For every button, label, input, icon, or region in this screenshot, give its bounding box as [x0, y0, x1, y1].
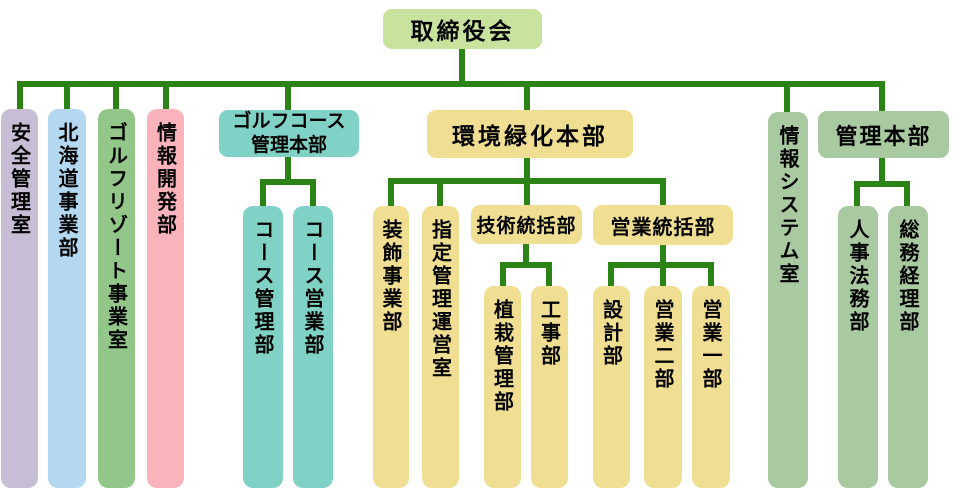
connector-drop-design — [608, 268, 614, 287]
connector-greening-horizontal — [388, 178, 666, 184]
connector-drop-sales-supervision — [660, 184, 666, 206]
org-node-golf-course-management-hq: ゴルフコース管理本部 — [219, 110, 359, 157]
connector-drop-hokkaido — [64, 81, 70, 109]
node-label: 安全管理室 — [7, 122, 32, 237]
org-node-sales-dept-2: 営業二部 — [644, 286, 682, 488]
connector-drop-safety — [17, 81, 23, 109]
connector-drop-designated-mgmt — [437, 184, 443, 207]
org-node-golf-resort-business-office: ゴルフリゾート事業室 — [98, 109, 135, 488]
connector-sales-trunk — [660, 245, 666, 268]
connector-drop-management-hq — [879, 81, 885, 112]
node-label: 取締役会 — [410, 19, 515, 45]
connector-golf-hq-horizontal — [260, 179, 316, 185]
org-node-information-development-dept: 情報開発部 — [147, 109, 184, 488]
connector-technical-horizontal — [500, 262, 552, 268]
org-node-environment-greening-hq: 環境緑化本部 — [427, 110, 633, 158]
connector-golf-hq-trunk — [285, 157, 291, 185]
connector-board-trunk — [459, 49, 465, 87]
node-label: 営業一部 — [699, 299, 723, 391]
connector-drop-hr-legal — [854, 187, 860, 207]
node-label: 北海道事業部 — [55, 122, 79, 260]
org-node-hokkaido-business-division: 北海道事業部 — [48, 109, 86, 488]
node-label: ゴルフコース管理本部 — [232, 110, 346, 156]
connector-main-horizontal — [17, 81, 885, 87]
node-label: 工事部 — [537, 299, 562, 368]
connector-drop-sales1 — [708, 268, 714, 287]
connector-drop-course-sales — [310, 185, 316, 207]
connector-drop-golf-course-hq — [285, 81, 291, 111]
org-node-planting-management-dept: 植栽管理部 — [484, 286, 521, 488]
org-node-management-hq: 管理本部 — [818, 111, 949, 158]
connector-drop-decoration — [388, 184, 394, 207]
org-node-information-system-office: 情報システム室 — [768, 112, 808, 488]
node-label: 情報システム室 — [776, 125, 800, 286]
connector-drop-planting — [500, 268, 506, 287]
node-label: ゴルフリゾート事業室 — [104, 122, 129, 352]
node-label: 営業統括部 — [610, 214, 716, 239]
connector-drop-info-dev — [163, 81, 169, 109]
connector-management-horizontal — [854, 181, 910, 187]
connector-management-trunk — [879, 158, 885, 187]
node-label: 技術統括部 — [476, 215, 577, 237]
org-node-course-management-dept: コース管理部 — [243, 206, 283, 488]
connector-technical-trunk — [523, 244, 529, 268]
org-node-board-of-directors: 取締役会 — [383, 9, 542, 49]
org-node-general-affairs-accounting-dept: 総務経理部 — [888, 206, 928, 488]
org-node-hr-legal-dept: 人事法務部 — [838, 206, 878, 488]
org-node-safety-management-office: 安全管理室 — [1, 109, 38, 488]
node-label: コース管理部 — [251, 219, 275, 357]
connector-drop-general-affairs — [904, 187, 910, 207]
node-label: コース営業部 — [301, 219, 325, 357]
org-node-course-sales-dept: コース営業部 — [293, 206, 333, 488]
node-label: 総務経理部 — [896, 219, 920, 334]
connector-drop-course-mgmt — [260, 185, 266, 207]
node-label: 装飾事業部 — [379, 219, 403, 334]
org-node-decoration-business-dept: 装飾事業部 — [373, 206, 409, 488]
connector-sales-horizontal — [608, 262, 714, 268]
org-node-technical-supervision-dept: 技術統括部 — [471, 205, 582, 244]
node-label: 管理本部 — [835, 124, 932, 150]
connector-drop-sales2 — [660, 268, 666, 287]
node-label: 設計部 — [599, 299, 624, 368]
org-node-design-dept: 設計部 — [593, 286, 630, 488]
node-label: 人事法務部 — [846, 219, 870, 334]
connector-drop-golf-resort — [113, 81, 119, 109]
node-label: 情報開発部 — [153, 122, 178, 237]
org-node-designated-management-operation-office: 指定管理運営室 — [422, 206, 459, 488]
node-label: 植栽管理部 — [490, 299, 515, 414]
org-node-sales-dept-1: 営業一部 — [692, 286, 730, 488]
connector-drop-greening-hq — [524, 81, 530, 111]
node-label: 環境緑化本部 — [452, 124, 608, 150]
node-label: 指定管理運営室 — [428, 219, 453, 380]
connector-drop-construction — [546, 268, 552, 287]
node-label: 営業二部 — [651, 299, 675, 391]
org-node-sales-supervision-dept: 営業統括部 — [593, 205, 733, 245]
org-node-construction-dept: 工事部 — [531, 286, 568, 488]
connector-drop-info-system — [784, 81, 790, 112]
